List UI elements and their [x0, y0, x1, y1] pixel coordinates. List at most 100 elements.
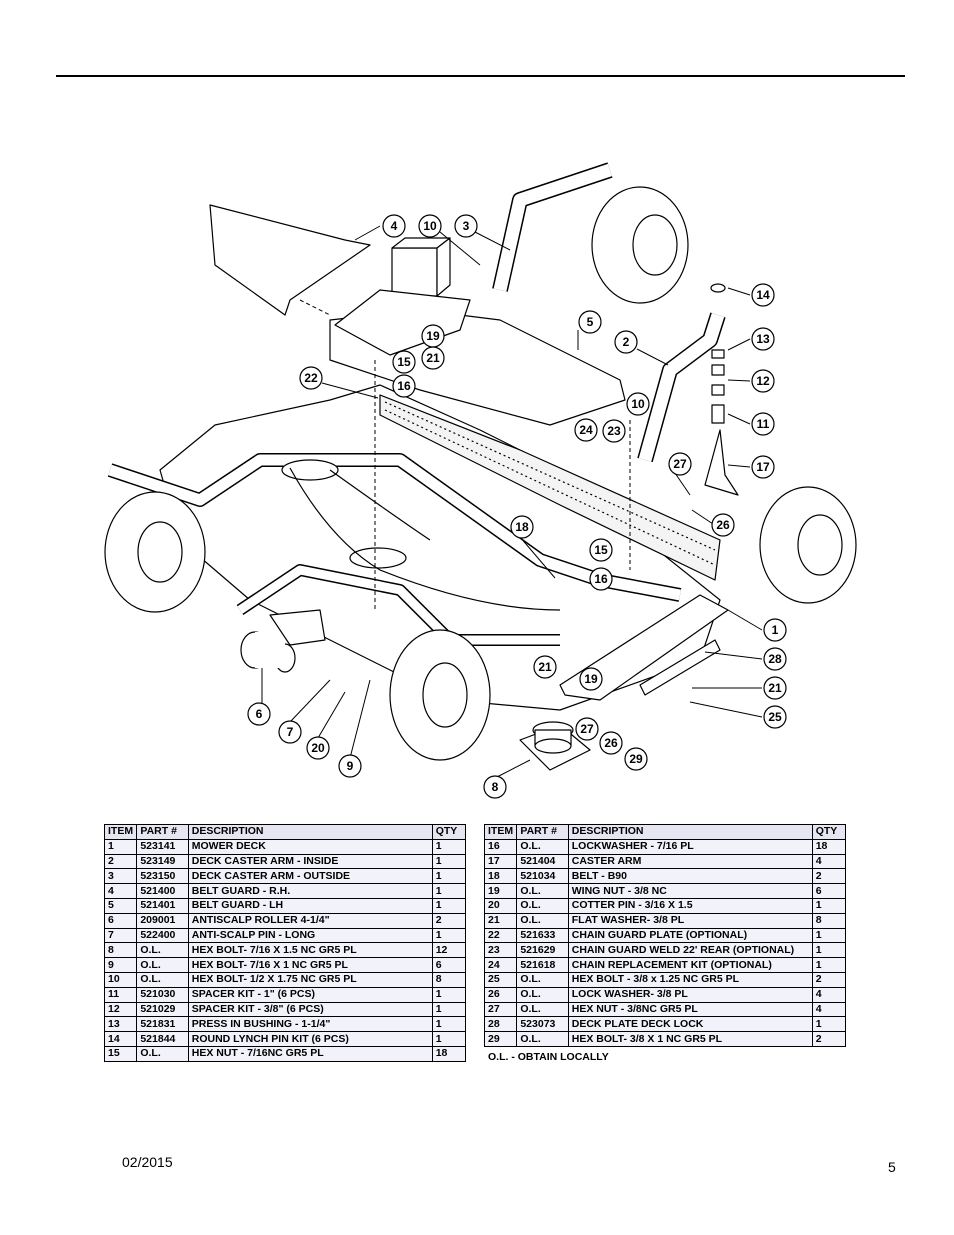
cell-description: SPACER KIT - 3/8" (6 PCS) — [187, 1001, 433, 1018]
callout-27b: 27 — [575, 717, 599, 741]
cell-item: 15 — [103, 1045, 138, 1062]
cell-description: WING NUT - 3/8 NC — [567, 883, 813, 899]
cell-part-number: 521034 — [516, 868, 569, 885]
cell-item: 26 — [483, 986, 518, 1003]
cell-part-number: 209001 — [136, 912, 189, 929]
svg-text:13: 13 — [756, 332, 770, 346]
svg-text:2: 2 — [623, 335, 630, 349]
callout-12: 12 — [751, 369, 775, 393]
cell-description: DECK CASTER ARM - INSIDE — [187, 853, 433, 870]
cell-part-number: O.L. — [516, 912, 569, 929]
cell-description: LOCK WASHER- 3/8 PL — [567, 986, 813, 1003]
callout-26b: 26 — [599, 731, 623, 755]
callout-9: 9 — [338, 754, 362, 778]
cell-part-number: 521831 — [136, 1016, 189, 1033]
callout-24: 24 — [574, 418, 598, 442]
svg-text:10: 10 — [631, 397, 645, 411]
cell-description: ROUND LYNCH PIN KIT (6 PCS) — [187, 1031, 433, 1047]
col-item: ITEM — [483, 824, 518, 840]
cell-item: 19 — [483, 883, 518, 899]
cell-item: 21 — [483, 912, 518, 929]
svg-text:19: 19 — [426, 329, 440, 343]
svg-text:24: 24 — [579, 423, 593, 437]
cell-description: MOWER DECK — [187, 838, 433, 855]
cell-description: FLAT WASHER- 3/8 PL — [567, 912, 813, 929]
cell-item: 28 — [483, 1016, 518, 1033]
cell-item: 14 — [103, 1031, 138, 1047]
cell-description: HEX BOLT - 3/8 x 1.25 NC GR5 PL — [567, 971, 813, 988]
svg-text:23: 23 — [607, 424, 621, 438]
cell-qty: 4 — [811, 853, 847, 870]
callout-6: 6 — [247, 702, 271, 726]
cell-part-number: O.L. — [136, 1045, 189, 1062]
cell-part-number: 523141 — [136, 838, 189, 855]
cell-description: CASTER ARM — [567, 853, 813, 870]
cell-description: HEX BOLT- 7/16 X 1.5 NC GR5 PL — [187, 942, 433, 959]
mower-deck-exploded-diagram: 4 10 3 14 5 2 13 19 21 15 12 22 16 10 11… — [104, 162, 857, 799]
cell-description: CHAIN REPLACEMENT KIT (OPTIONAL) — [567, 957, 813, 973]
cell-part-number: O.L. — [136, 971, 189, 988]
callout-25: 25 — [763, 705, 787, 729]
deck-plate-lock — [639, 639, 721, 696]
cell-item: 17 — [483, 853, 518, 870]
cell-part-number: 521029 — [136, 1001, 189, 1018]
col-qty: QTY — [811, 824, 847, 840]
cell-item: 29 — [483, 1031, 518, 1047]
cell-part-number: 521400 — [136, 883, 189, 899]
cell-part-number: O.L. — [516, 897, 569, 914]
wheel-rear-left — [104, 491, 206, 613]
svg-text:21: 21 — [426, 351, 440, 365]
cell-item: 4 — [103, 883, 138, 899]
cell-description: BELT GUARD - LH — [187, 897, 433, 914]
svg-text:21: 21 — [768, 681, 782, 695]
footer-date: 02/2015 — [122, 1154, 173, 1170]
callout-21: 21 — [421, 346, 445, 370]
callout-29: 29 — [624, 747, 648, 771]
callout-2: 2 — [614, 330, 638, 354]
cell-qty: 1 — [811, 957, 847, 973]
cell-part-number: 521401 — [136, 897, 189, 914]
cell-item: 3 — [103, 868, 138, 885]
svg-text:29: 29 — [629, 752, 643, 766]
cell-description: HEX BOLT- 3/8 X 1 NC GR5 PL — [567, 1031, 813, 1047]
callout-8: 8 — [483, 775, 507, 799]
wheel-front-left — [389, 629, 491, 761]
cell-qty: 1 — [431, 883, 467, 899]
cell-part-number: O.L. — [516, 1031, 569, 1047]
cell-item: 8 — [103, 942, 138, 959]
cell-qty: 4 — [811, 986, 847, 1003]
cell-qty: 1 — [811, 897, 847, 914]
svg-text:15: 15 — [594, 543, 608, 557]
svg-text:21: 21 — [538, 660, 552, 674]
cell-item: 22 — [483, 927, 518, 944]
callout-16: 16 — [392, 374, 416, 398]
cell-item: 1 — [103, 838, 138, 855]
callout-14: 14 — [751, 283, 775, 307]
cell-part-number: 521404 — [516, 853, 569, 870]
cell-qty: 1 — [431, 853, 467, 870]
cell-qty: 2 — [811, 971, 847, 988]
cell-qty: 1 — [431, 1031, 467, 1047]
cell-part-number: 521618 — [516, 957, 569, 973]
cell-item: 11 — [103, 986, 138, 1003]
col-item: ITEM — [103, 824, 138, 840]
cell-item: 20 — [483, 897, 518, 914]
cell-item: 18 — [483, 868, 518, 885]
table-header-row: ITEM PART # DESCRIPTION QTY — [103, 824, 467, 840]
callout-17: 17 — [751, 455, 775, 479]
cell-part-number: O.L. — [516, 883, 569, 899]
cell-item: 9 — [103, 957, 138, 973]
cell-description: HEX BOLT- 1/2 X 1.75 NC GR5 PL — [187, 971, 433, 988]
cell-part-number: O.L. — [136, 957, 189, 973]
cell-qty: 1 — [811, 1016, 847, 1033]
